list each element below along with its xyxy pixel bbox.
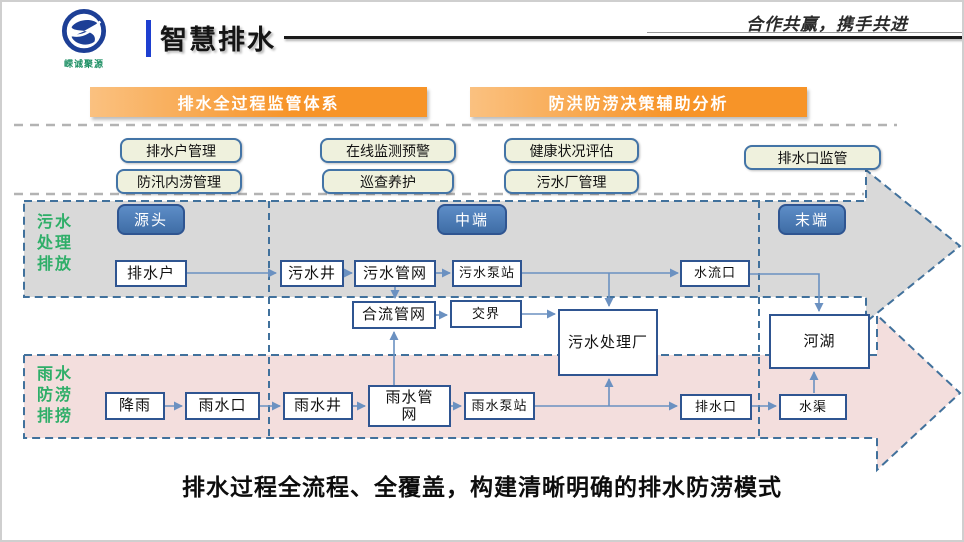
slide-caption: 排水过程全流程、全覆盖，构建清晰明确的排水防涝模式: [182, 474, 782, 500]
node-drain-user: 排水户: [115, 260, 187, 287]
lane-label-sewage: 污水 处理 排放: [37, 214, 74, 273]
btn-outlet-supervision: 排水口监管: [744, 145, 881, 170]
node-outfall: 水流口: [680, 260, 750, 287]
banner-drainage-supervision: 排水全过程监管体系: [90, 87, 427, 117]
node-rainfall: 降雨: [105, 392, 165, 420]
node-sewage-network: 污水管网: [354, 260, 436, 287]
node-sewage-well: 污水井: [280, 260, 344, 287]
node-rain-well: 雨水井: [283, 392, 353, 420]
lane-label-rain: 雨水 防涝 排捞: [37, 366, 74, 425]
motto-underline: [647, 32, 962, 33]
btn-online-monitoring: 在线监测预警: [320, 138, 456, 163]
logo-text: 嵘诚聚源: [63, 59, 104, 69]
node-junction: 交界: [450, 300, 522, 328]
btn-sewage-plant-mgmt: 污水厂管理: [504, 169, 639, 194]
node-sewage-pump: 污水泵站: [452, 260, 522, 287]
header-rule: [284, 36, 962, 39]
node-rain-network: 雨水管 网: [368, 385, 451, 427]
node-rain-pump: 雨水泵站: [464, 392, 535, 420]
banner-flood-decision: 防洪防涝决策辅助分析: [470, 87, 807, 117]
company-logo: 嵘诚聚源: [52, 8, 116, 70]
stage-middle: 中端: [437, 204, 507, 235]
node-river-lake: 河湖: [769, 314, 870, 369]
btn-health-assessment: 健康状况评估: [504, 138, 639, 163]
node-channel: 水渠: [779, 394, 847, 420]
stage-source: 源头: [117, 204, 185, 235]
node-rain-inlet: 雨水口: [185, 392, 260, 420]
btn-drainage-user-mgmt: 排水户管理: [120, 138, 242, 163]
page-title: 智慧排水: [160, 25, 276, 55]
node-drain-outlet: 排水口: [680, 394, 752, 420]
header-motto: 合作共赢，携手共进: [746, 15, 908, 34]
node-sewage-plant: 污水处理厂: [558, 309, 658, 376]
title-accent-bar: [146, 20, 151, 57]
btn-inspection-maintenance: 巡查养护: [322, 169, 454, 194]
node-combined-network: 合流管网: [352, 301, 436, 329]
logo-swirl-icon: [61, 8, 107, 54]
stage-end: 末端: [778, 204, 846, 235]
btn-flood-waterlog-mgmt: 防汛内涝管理: [116, 169, 242, 194]
